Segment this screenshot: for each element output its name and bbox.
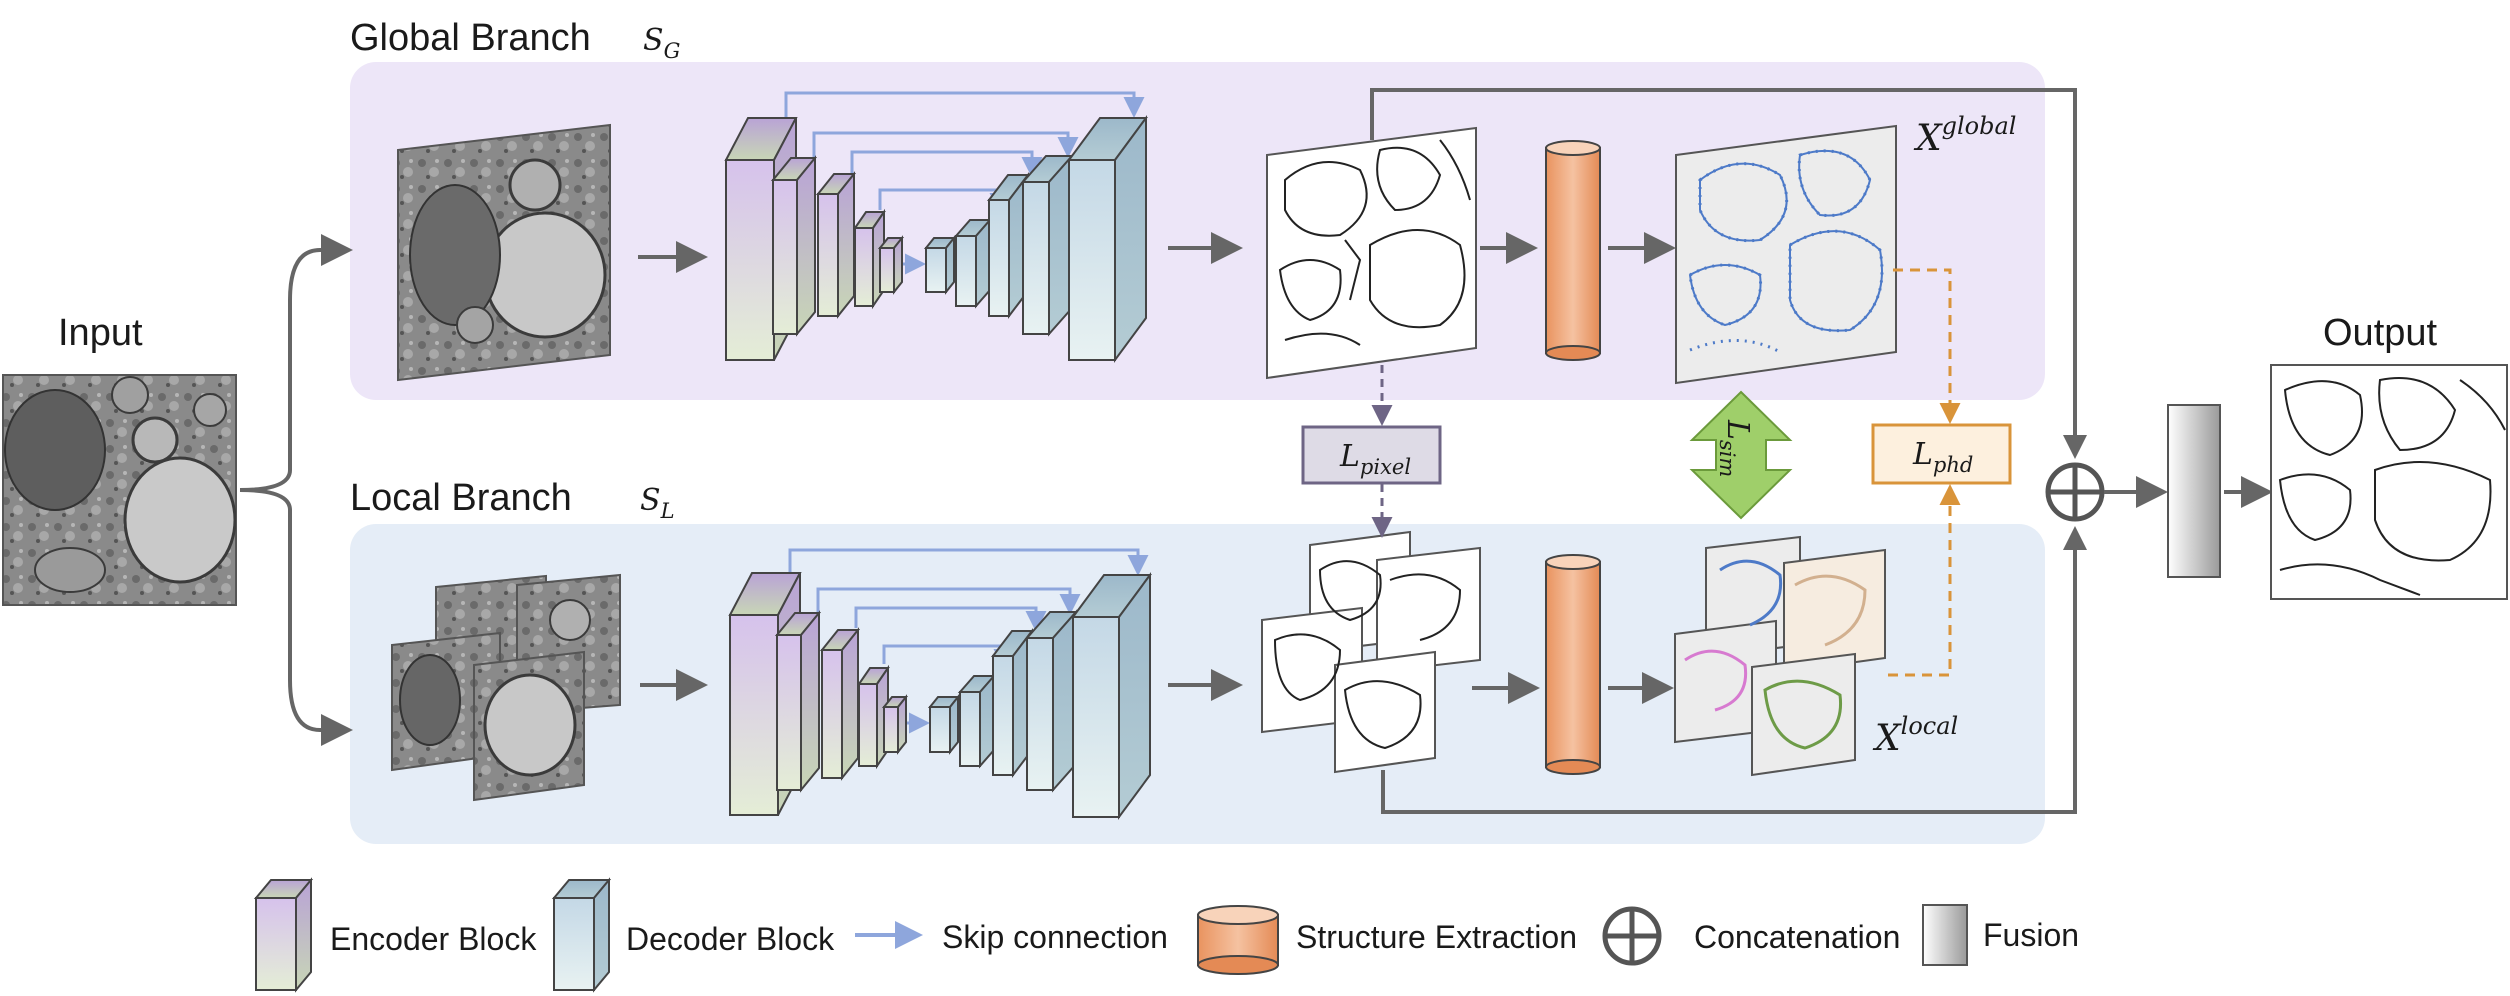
local-mask-patches [1261, 530, 1481, 774]
phd-loss-connector [1888, 268, 1961, 677]
global-encoder-5 [877, 235, 905, 295]
global-encoder-2 [770, 155, 818, 337]
global-graph-image [1675, 124, 1897, 385]
legend-structure-icon [1197, 905, 1279, 975]
local-encoder-2 [774, 610, 822, 793]
local-structure-extraction [1545, 554, 1601, 775]
concatenation-node [2045, 462, 2105, 522]
output-label: Output [2323, 312, 2438, 354]
legend-concat-icon [1602, 906, 1662, 966]
global-branch-symbol: SG [643, 23, 680, 63]
local-skip-connections [788, 548, 1149, 734]
global-skip-connections [784, 91, 1145, 275]
global-encoder-3 [815, 171, 857, 319]
branch-split-connector [239, 234, 353, 746]
global-to-concat-line [1370, 88, 2087, 459]
global-decoder-2 [953, 217, 993, 309]
local-graph-patches [1674, 535, 1886, 777]
svg-text:Lpixel: Lpixel [1339, 439, 1411, 479]
phd-loss-box: Lphd [1871, 423, 2012, 485]
global-branch-title: Global Branch [350, 17, 591, 59]
local-unet [728, 548, 1152, 821]
fusion-block [2167, 404, 2221, 578]
local-decoder-4 [1024, 609, 1079, 793]
legend-decoder-label: Decoder Block [626, 921, 835, 957]
local-encoder-5 [881, 694, 909, 755]
input-em-image [2, 374, 237, 606]
global-unet [724, 91, 1148, 364]
sim-loss-arrow: Lsim [1689, 390, 1793, 520]
legend-fusion-label: Fusion [1983, 917, 2079, 953]
svg-text:Lphd: Lphd [1912, 437, 1973, 477]
local-branch-title: Local Branch [350, 477, 572, 519]
legend-encoder-icon [253, 877, 314, 993]
local-to-concat-line [1381, 526, 2087, 814]
x-global-label: Xglobal [1913, 112, 2016, 159]
global-mask-image [1266, 126, 1477, 380]
legend-concat-label: Concatenation [1694, 919, 1900, 955]
svg-text:Lsim: Lsim [1715, 419, 1755, 477]
local-encoder-3 [819, 627, 861, 781]
x-local-label: Xlocal [1872, 712, 1958, 759]
local-decoder-1 [927, 694, 961, 755]
global-structure-extraction [1545, 140, 1601, 361]
legend-structure-label: Structure Extraction [1296, 919, 1577, 955]
global-decoder-4 [1020, 153, 1075, 337]
legend-encoder-label: Encoder Block [330, 921, 537, 957]
legend: Encoder Block Decoder Block Skip connect… [253, 877, 2079, 993]
local-decoder-5 [1071, 571, 1152, 821]
global-decoder-1 [923, 235, 957, 295]
output-mask-image [2270, 364, 2508, 600]
pixel-loss-box: Lpixel [1301, 425, 1442, 485]
local-decoder-2 [957, 673, 997, 769]
input-label: Input [58, 312, 143, 354]
legend-skip-label: Skip connection [942, 919, 1168, 955]
local-input-patches [391, 573, 621, 802]
legend-fusion-icon [1922, 904, 1968, 966]
global-input-image [397, 123, 611, 382]
global-decoder-5 [1067, 114, 1148, 364]
legend-decoder-icon [551, 877, 612, 993]
local-branch-symbol: SL [640, 483, 675, 523]
